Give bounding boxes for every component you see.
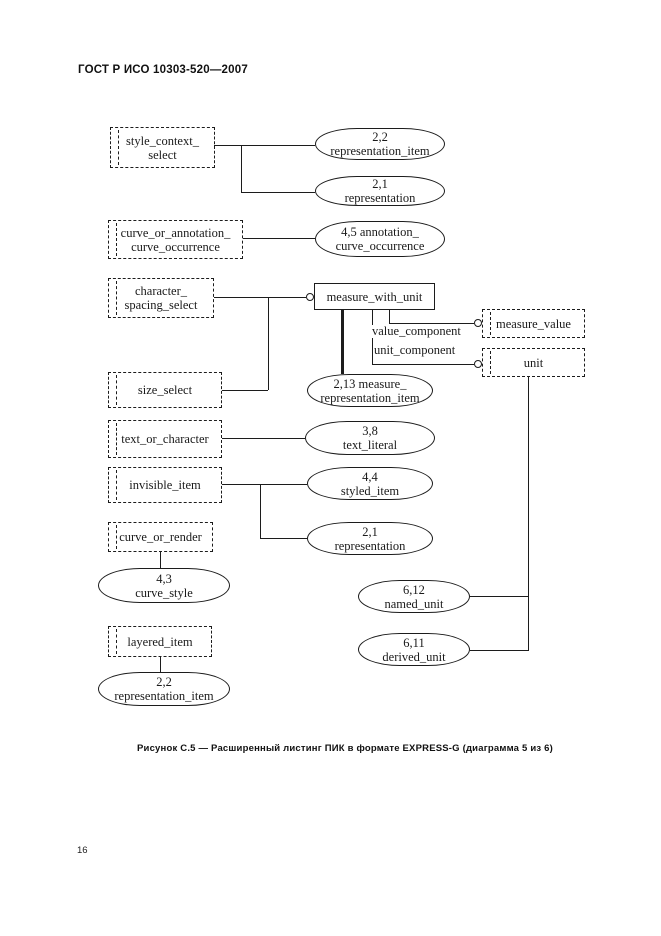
page-ref-label: 6,12 named_unit — [384, 582, 444, 611]
page-ref-oval-named-unit: 6,12 named_unit — [358, 580, 470, 613]
connector-line — [222, 484, 307, 485]
connector-line — [389, 310, 390, 323]
select-type-inner-line — [118, 130, 119, 165]
connector-line — [470, 650, 529, 651]
connector-line — [160, 552, 161, 568]
page-ref-label: 2,1 representation — [344, 177, 416, 205]
select-box-character-spacing-select: character_ spacing_select — [108, 278, 214, 318]
connector-line — [241, 192, 315, 193]
entity-box-label: measure_with_unit — [326, 289, 423, 304]
select-box-style-context-select: style_context_ select — [110, 127, 215, 168]
page-ref-oval-curve-style: 4,3 curve_style — [98, 568, 230, 603]
supertype-line — [341, 310, 344, 374]
page-ref-oval-representation-mid: 2,1 representation — [307, 522, 433, 555]
page-ref-oval-text-literal: 3,8 text_literal — [305, 421, 435, 455]
page-ref-label: 4,4 styled_item — [340, 469, 400, 498]
page-ref-oval-representation-top: 2,1 representation — [315, 176, 445, 206]
select-box-label: measure_value — [496, 316, 571, 331]
select-box-label: layered_item — [127, 634, 193, 649]
figure-caption: Рисунок С.5 — Расширенный листинг ПИК в … — [137, 743, 553, 754]
connector-line — [260, 484, 261, 538]
select-type-inner-line — [490, 312, 491, 335]
connector-line — [160, 657, 161, 672]
select-box-label: text_or_character — [121, 432, 209, 446]
page-ref-label: 6,11 derived_unit — [382, 635, 446, 664]
open-circle-marker — [306, 293, 314, 301]
connector-line — [222, 438, 305, 439]
select-type-inner-line — [116, 423, 117, 455]
select-box-label: size_select — [137, 383, 193, 397]
connector-line — [528, 377, 529, 650]
page-ref-oval-styled-item: 4,4 styled_item — [307, 467, 433, 500]
select-type-inner-line — [116, 629, 117, 654]
connector-line — [260, 538, 307, 539]
page-ref-oval-representation-item-bottom: 2,2 representation_item — [98, 672, 230, 706]
select-type-inner-line — [116, 223, 117, 256]
select-box-label: unit — [523, 355, 544, 370]
page-ref-label: 2,13 measure_ representation_item — [320, 376, 420, 405]
select-type-inner-line — [116, 525, 117, 549]
page-header-standard-number: ГОСТ Р ИСО 10303-520—2007 — [78, 64, 248, 76]
select-box-measure-value: measure_value — [482, 309, 585, 338]
select-box-text-or-character: text_or_character — [108, 420, 222, 458]
select-type-inner-line — [116, 470, 117, 500]
page-ref-label: 2,1 representation — [334, 524, 406, 553]
select-type-inner-line — [490, 351, 491, 374]
select-box-size-select: size_select — [108, 372, 222, 408]
page-ref-oval-measure-representation-item: 2,13 measure_ representation_item — [307, 374, 433, 407]
entity-box-measure-with-unit: measure_with_unit — [314, 283, 435, 310]
select-box-invisible-item: invisible_item — [108, 467, 222, 503]
select-box-label: curve_or_annotation_ curve_occurrence — [120, 225, 231, 254]
select-box-label: curve_or_render — [119, 530, 202, 544]
page-number: 16 — [77, 845, 88, 856]
select-box-label: style_context_ select — [126, 133, 199, 162]
select-box-unit: unit — [482, 348, 585, 377]
connector-line — [241, 145, 242, 192]
open-circle-marker — [474, 360, 482, 368]
connector-line — [214, 145, 315, 146]
page-ref-label: 4,3 curve_style — [135, 571, 193, 600]
connector-line — [214, 297, 306, 298]
connector-line — [268, 297, 269, 390]
page-ref-label: 3,8 text_literal — [342, 424, 398, 452]
page-ref-oval-representation-item-top: 2,2 representation_item — [315, 128, 445, 160]
open-circle-marker — [474, 319, 482, 327]
page-ref-label: 2,2 representation_item — [330, 130, 430, 158]
connector-line — [222, 390, 268, 391]
page-ref-oval-derived-unit: 6,11 derived_unit — [358, 633, 470, 666]
select-type-inner-line — [116, 375, 117, 405]
attribute-label-value-component: value_component — [372, 324, 461, 339]
connector-line — [389, 323, 474, 324]
select-box-label: character_ spacing_select — [124, 284, 198, 312]
select-box-curve-or-render: curve_or_render — [108, 522, 213, 552]
page-ref-oval-annotation-curve-occurrence: 4,5 annotation_ curve_occurrence — [315, 221, 445, 257]
select-box-label: invisible_item — [129, 478, 201, 492]
page-ref-label: 2,2 representation_item — [114, 675, 214, 703]
select-type-inner-line — [116, 281, 117, 315]
connector-line — [372, 364, 474, 365]
attribute-label-unit-component: unit_component — [374, 343, 456, 358]
page-ref-label: 4,5 annotation_ curve_occurrence — [335, 225, 425, 253]
connector-line — [470, 596, 528, 597]
select-box-layered-item: layered_item — [108, 626, 212, 657]
connector-line — [243, 238, 315, 239]
select-box-curve-or-annotation-curve-occurrence: curve_or_annotation_ curve_occurrence — [108, 220, 243, 259]
